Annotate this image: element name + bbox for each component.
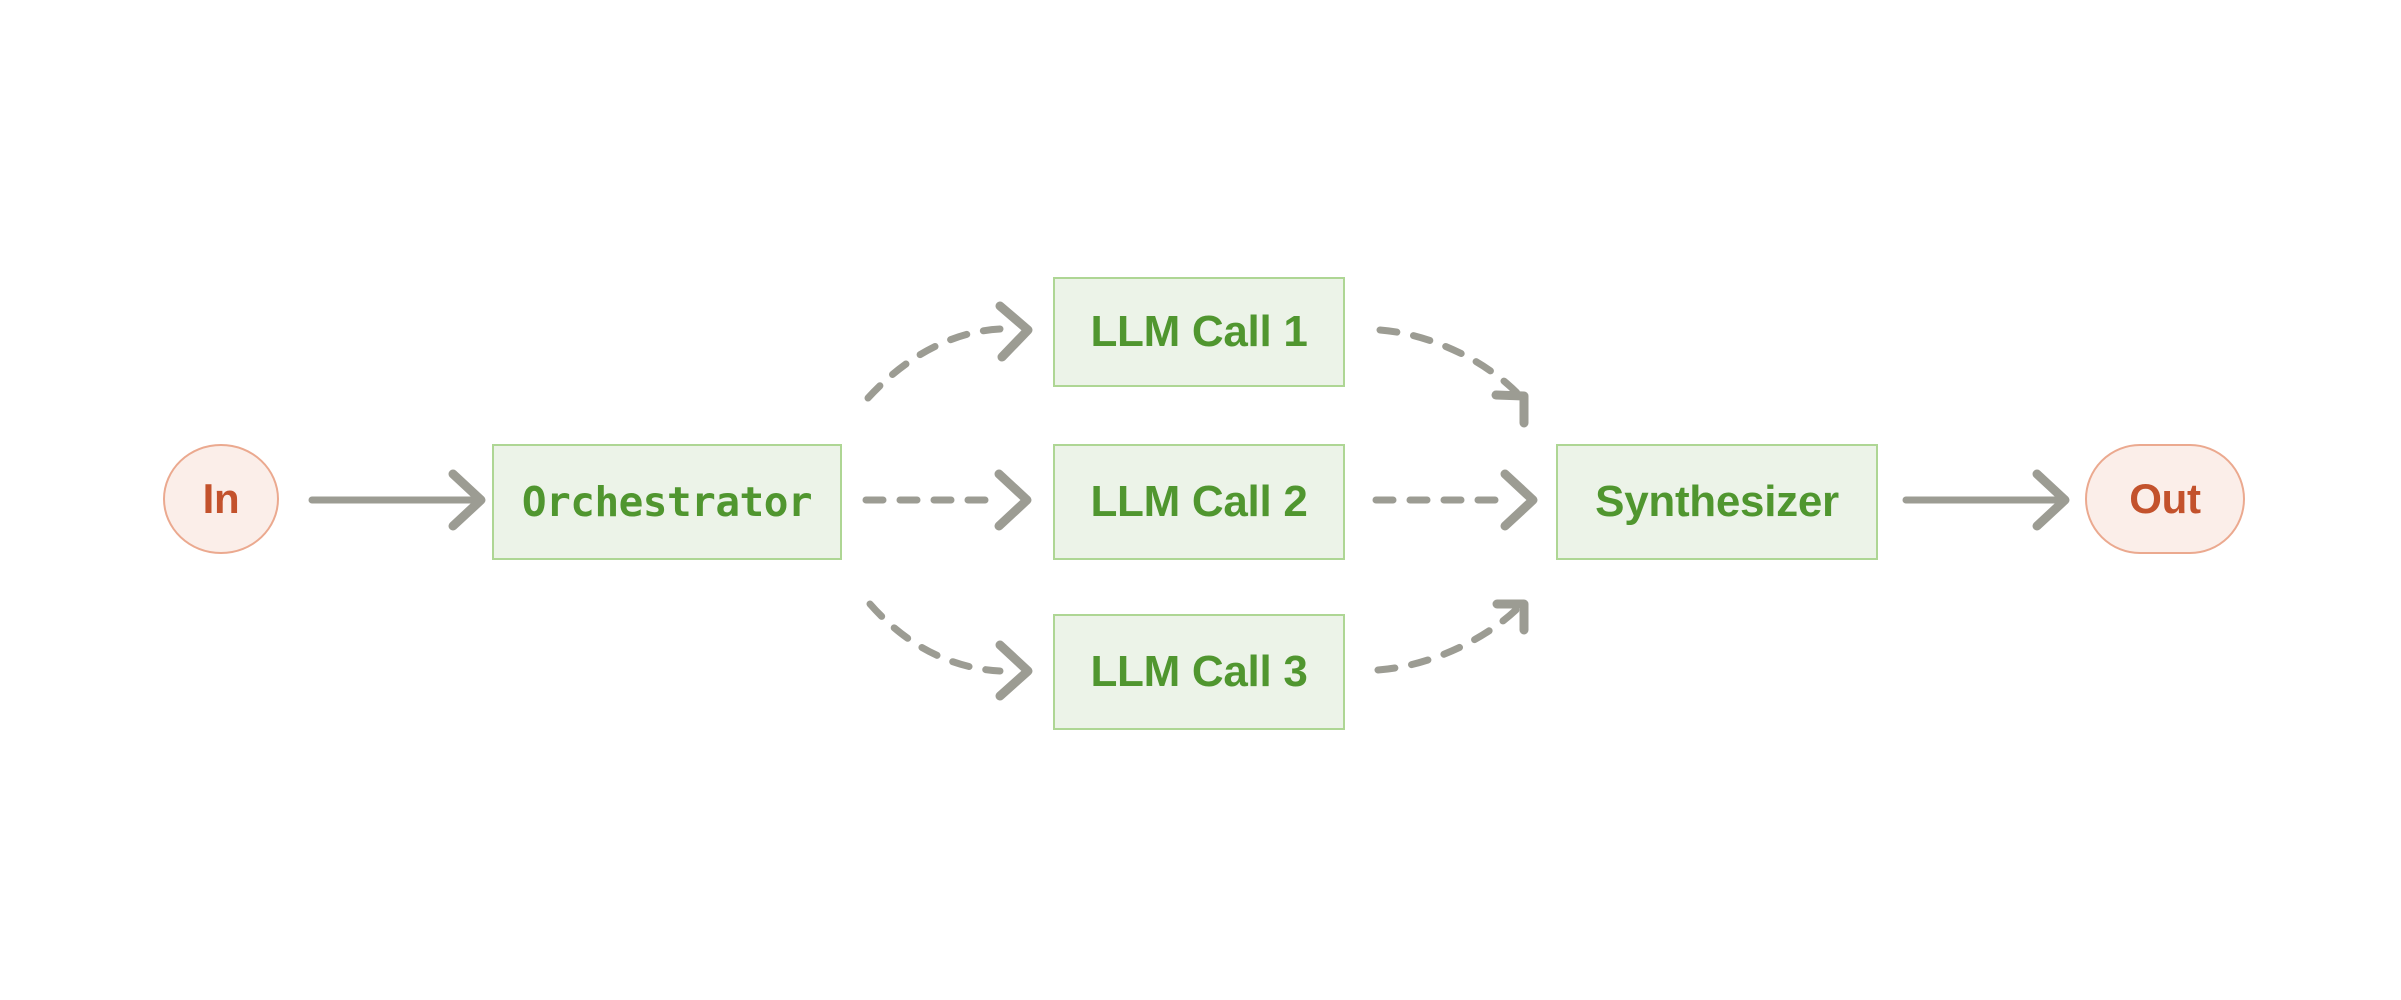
- edge-orchestrator-llm1: [864, 301, 1033, 402]
- node-llm-call-1-label: LLM Call 1: [1090, 307, 1308, 356]
- edge-llm2-synthesizer: [1372, 469, 1538, 531]
- node-llm-call-3[interactable]: LLM Call 3: [1053, 614, 1345, 730]
- node-llm-call-2-label: LLM Call 2: [1090, 477, 1308, 526]
- edge-orchestrator-llm3: [866, 600, 1033, 701]
- node-in-label: In: [202, 475, 240, 522]
- edge-synthesizer-out: [1902, 469, 2070, 531]
- node-synthesizer-label: Synthesizer: [1595, 477, 1839, 526]
- node-llm-call-3-label: LLM Call 3: [1090, 647, 1308, 696]
- node-orchestrator-label: Orchestrator: [521, 477, 813, 526]
- edge-orchestrator-llm2: [862, 469, 1032, 531]
- node-synthesizer[interactable]: Synthesizer: [1556, 444, 1878, 560]
- node-orchestrator[interactable]: Orchestrator: [492, 444, 842, 560]
- node-llm-call-2[interactable]: LLM Call 2: [1053, 444, 1345, 560]
- node-out[interactable]: Out: [2085, 444, 2245, 554]
- edge-llm3-synthesizer: [1374, 599, 1529, 674]
- edge-llm1-synthesizer: [1376, 326, 1529, 428]
- node-out-label: Out: [2129, 475, 2201, 522]
- edge-in-orchestrator: [308, 469, 486, 531]
- node-llm-call-1[interactable]: LLM Call 1: [1053, 277, 1345, 387]
- node-in[interactable]: In: [163, 444, 279, 554]
